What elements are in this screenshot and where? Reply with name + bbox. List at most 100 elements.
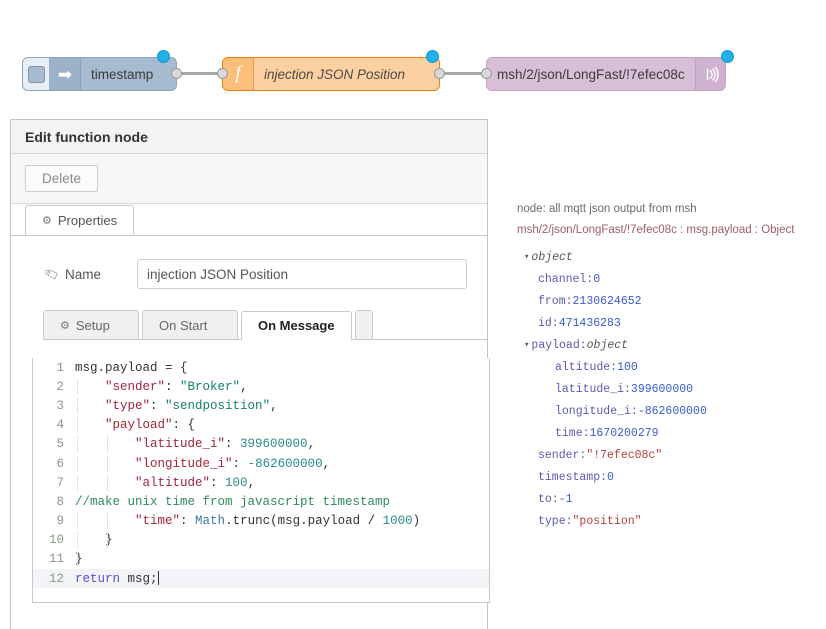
debug-row[interactable]: ▾payload: object: [517, 334, 817, 356]
code-line[interactable]: 5 "latitude_i": 399600000,: [33, 435, 489, 454]
code-line[interactable]: 3 "type": "sendposition",: [33, 396, 489, 415]
code-text: }: [75, 532, 489, 549]
subtab-on-stop[interactable]: [354, 310, 373, 339]
code-token: }: [75, 552, 83, 567]
subtab-on-start[interactable]: On Start: [142, 310, 238, 339]
debug-node-source: node: all mqtt json output from msh: [517, 203, 697, 215]
debug-row[interactable]: sender: "!7efec08c": [517, 444, 817, 466]
line-number: 4: [56, 418, 64, 433]
debug-row[interactable]: altitude: 100: [517, 356, 817, 378]
code-line[interactable]: 10 }: [33, 531, 489, 550]
code-text: msg.payload = {: [75, 361, 489, 375]
inject-trigger-button[interactable]: [23, 58, 50, 90]
panel-header: Edit function node: [11, 120, 487, 154]
debug-row[interactable]: to: -1: [517, 488, 817, 510]
code-text: "longitude_i": -862600000,: [75, 455, 489, 472]
code-token: ,: [247, 475, 256, 490]
code-line[interactable]: 9 "time": Math.trunc(msg.payload / 1000): [33, 512, 489, 531]
code-token: ): [412, 514, 421, 529]
subtab-on-start-label: On Start: [159, 317, 208, 333]
flow-node-inject[interactable]: ➡ timestamp: [22, 57, 177, 91]
name-input[interactable]: [137, 259, 467, 289]
code-line[interactable]: 7 "altitude": 100,: [33, 473, 489, 492]
indent-guide: [107, 455, 108, 472]
code-line[interactable]: 11}: [33, 550, 489, 569]
indent-guide: [77, 417, 78, 434]
code-token: msg;: [120, 572, 158, 587]
debug-message-panel: node: all mqtt json output from msh msh/…: [517, 203, 817, 532]
code-token: 1000: [382, 514, 413, 529]
debug-row[interactable]: ▾object: [517, 246, 817, 268]
tag-icon: 🏷: [43, 266, 61, 283]
subtab-on-message-label: On Message: [258, 318, 335, 333]
code-line[interactable]: 6 "longitude_i": -862600000,: [33, 454, 489, 473]
debug-topic-line: msh/2/json/LongFast/!7efec08c : msg.payl…: [517, 224, 795, 236]
debug-value: -1: [558, 492, 573, 506]
debug-row[interactable]: id: 471436283: [517, 312, 817, 334]
debug-key: type:: [538, 514, 573, 528]
expand-collapse-icon[interactable]: ▾: [524, 340, 530, 350]
mqtt-input-port[interactable]: [481, 68, 492, 79]
code-text: "sender": "Broker",: [75, 378, 489, 395]
code-token: //make unix time from javascript timesta…: [75, 494, 391, 509]
line-number: 11: [48, 552, 64, 567]
debug-value: "!7efec08c": [586, 448, 663, 462]
debug-row[interactable]: longitude_i: -862600000: [517, 400, 817, 422]
name-field-row: 🏷 Name: [11, 246, 487, 302]
name-field-label: 🏷 Name: [43, 266, 137, 283]
debug-row[interactable]: timestamp: 0: [517, 466, 817, 488]
subtab-on-message[interactable]: On Message: [241, 311, 352, 340]
function-subtabs: ⚙ Setup On Start On Message: [43, 310, 487, 340]
flow-node-mqtt-out[interactable]: msh/2/json/LongFast/!7efec08c: [486, 57, 726, 91]
debug-row[interactable]: type: "position": [517, 510, 817, 532]
code-text: "latitude_i": 399600000,: [75, 436, 489, 453]
flow-canvas[interactable]: ➡ timestamp f injection JSON Position ms…: [0, 0, 826, 112]
code-token: msg.payload: [75, 360, 158, 375]
delete-button[interactable]: Delete: [25, 165, 99, 192]
inject-output-port[interactable]: [171, 68, 182, 79]
code-token: -862600000: [247, 456, 323, 471]
code-line[interactable]: 4 "payload": {: [33, 416, 489, 435]
debug-value: 399600000: [630, 382, 694, 396]
panel-toolbar: Delete: [11, 154, 487, 204]
code-token: "payload": [105, 418, 173, 433]
debug-key: sender:: [538, 448, 587, 462]
arrow-right-icon: ➡: [50, 58, 81, 90]
debug-value: 471436283: [558, 316, 621, 330]
code-token: "time": [135, 514, 181, 529]
debug-row[interactable]: time: 1670200279: [517, 422, 817, 444]
code-line[interactable]: 2 "sender": "Broker",: [33, 377, 489, 396]
code-text: }: [75, 551, 489, 568]
debug-row[interactable]: from: 2130624652: [517, 290, 817, 312]
code-line[interactable]: 8//make unix time from javascript timest…: [33, 492, 489, 511]
debug-row[interactable]: latitude_i: 399600000: [517, 378, 817, 400]
debug-value: 1670200279: [589, 426, 659, 440]
line-number: 9: [56, 514, 64, 529]
code-token: :: [232, 456, 248, 471]
subtab-setup[interactable]: ⚙ Setup: [43, 310, 139, 339]
debug-key: altitude:: [555, 360, 618, 374]
expand-collapse-icon[interactable]: ▾: [524, 252, 530, 262]
code-token: "sender": [105, 379, 166, 394]
code-token: :: [165, 379, 181, 394]
line-number: 2: [56, 379, 64, 394]
line-number: 3: [56, 398, 64, 413]
function-output-port[interactable]: [434, 68, 445, 79]
tab-properties[interactable]: ⚙ Properties: [25, 205, 135, 235]
code-token: "Broker": [180, 379, 241, 394]
debug-row[interactable]: channel: 0: [517, 268, 817, 290]
gear-icon: ⚙: [42, 214, 52, 227]
debug-key: longitude_i:: [555, 404, 638, 418]
debug-key: id:: [538, 316, 559, 330]
code-token: :: [225, 437, 241, 452]
gear-icon: ⚙: [60, 319, 70, 332]
mqtt-node-label: msh/2/json/LongFast/!7efec08c: [497, 66, 685, 82]
function-input-port[interactable]: [217, 68, 228, 79]
flow-node-function[interactable]: f injection JSON Position: [222, 57, 440, 91]
indent-guide: [77, 474, 78, 491]
text-cursor: [157, 571, 159, 586]
